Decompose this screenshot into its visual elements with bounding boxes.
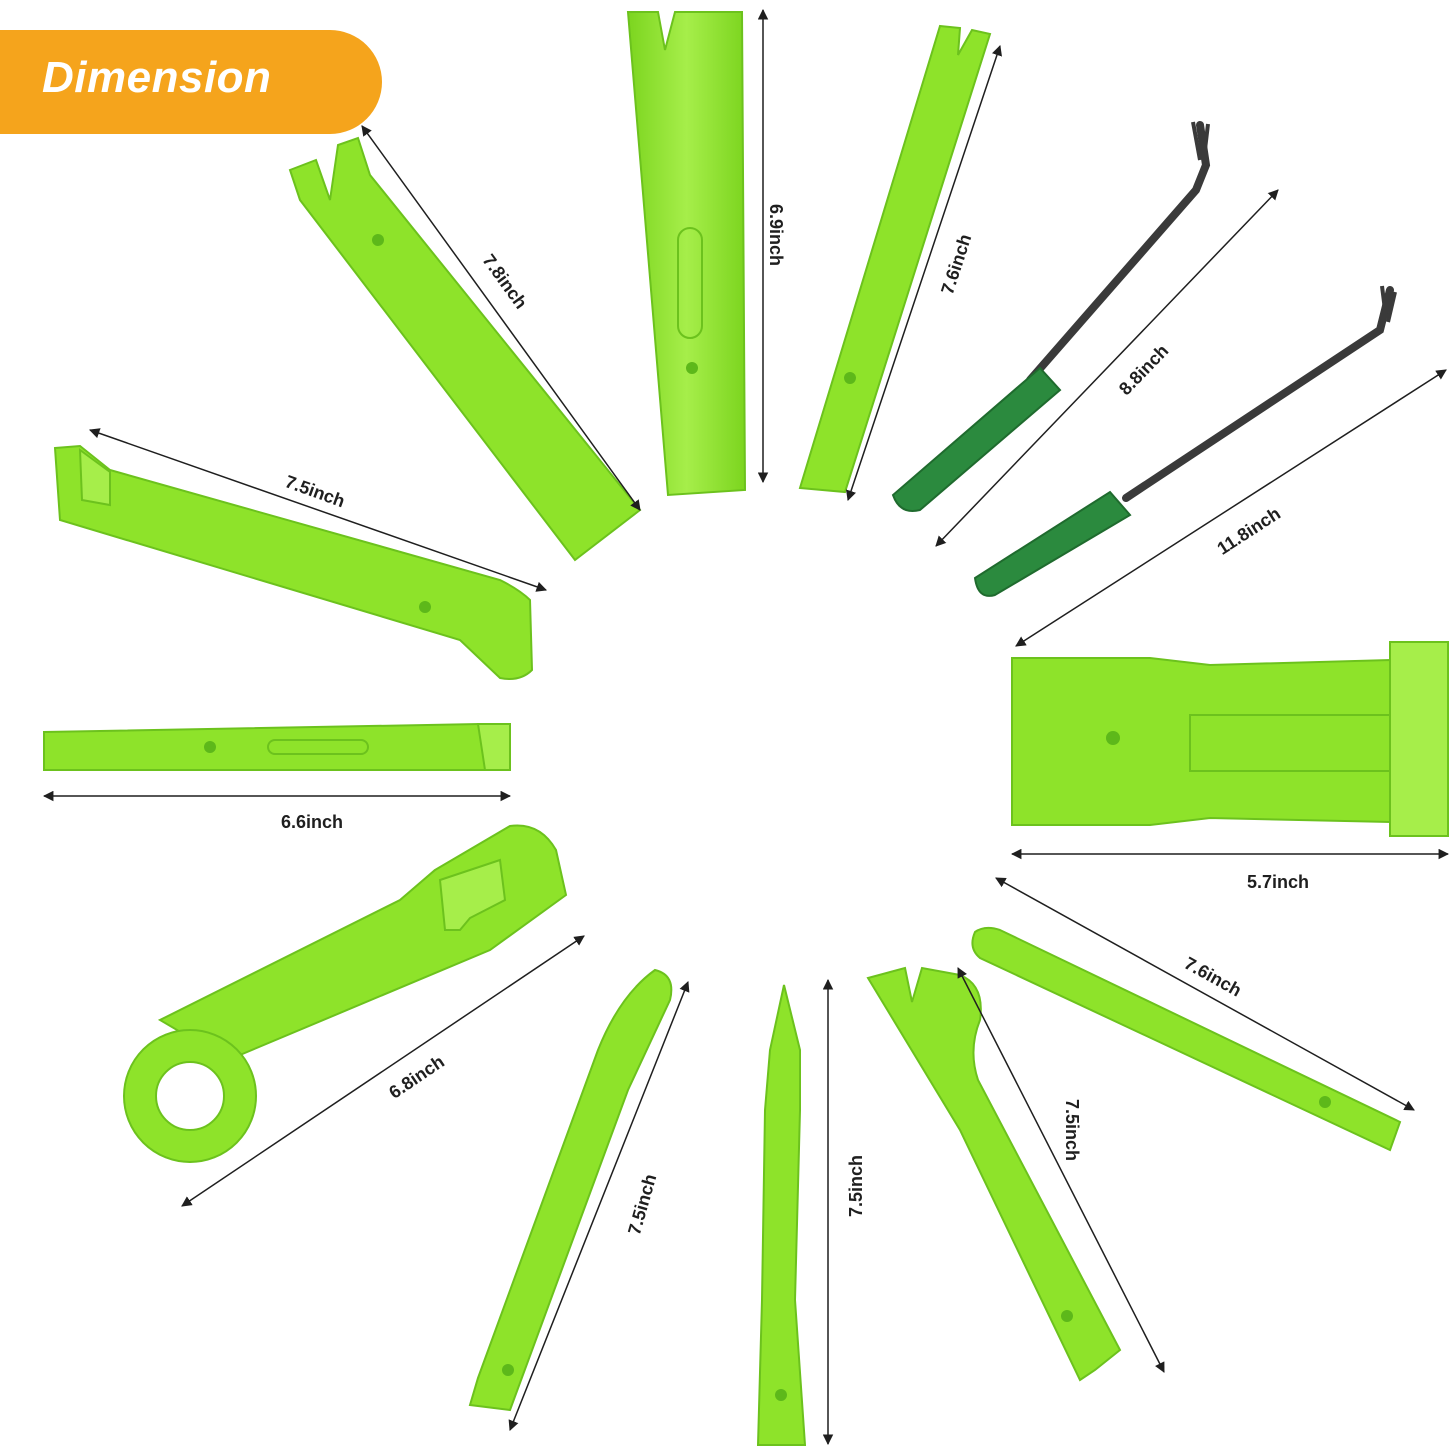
wide-wedge-pry-tool: 5.7inch	[1010, 641, 1450, 892]
dimension-label: 6.6inch	[281, 812, 343, 832]
dimension-label: 6.8inch	[385, 1051, 448, 1102]
dimension-label: 7.5inch	[1062, 1099, 1082, 1161]
dimension-label: 11.8inch	[1213, 503, 1283, 558]
dimension-line	[935, 189, 1279, 547]
dimension-line	[89, 428, 547, 592]
spoon-pry-tool: 7.5inch	[468, 968, 690, 1431]
straight-fork-pry-tool: 6.9inch	[626, 8, 786, 497]
dimension-label: 7.6inch	[937, 232, 975, 297]
dimension-line	[957, 967, 1165, 1373]
dimension-line	[181, 935, 585, 1207]
flat-blade-pry-tool: 7.6inch	[971, 877, 1415, 1152]
dimension-label: 7.5inch	[282, 471, 347, 511]
dimension-line	[508, 981, 690, 1431]
dimension-label: 6.9inch	[766, 204, 786, 266]
dimension-label: 7.8inch	[479, 251, 532, 313]
dimension-label: 7.5inch	[846, 1155, 866, 1217]
short-clip-remover: 8.8inch	[891, 121, 1279, 547]
flat-hook-pry-tool: 6.6inch	[42, 723, 512, 832]
dimension-label: 5.7inch	[1247, 872, 1309, 892]
dimension-line	[995, 877, 1415, 1111]
dimension-line	[1015, 369, 1447, 647]
dimension-label: 8.8inch	[1115, 341, 1172, 400]
dimension-label: 7.5inch	[624, 1172, 660, 1237]
hooked-wide-pry-tool: 7.5inch	[53, 428, 547, 680]
dimension-line	[361, 125, 641, 511]
serrated-fork-pry-tool: 7.5inch	[866, 966, 1165, 1382]
dimension-label: 7.6inch	[1181, 953, 1245, 1001]
long-clip-remover: 11.8inch	[973, 285, 1447, 647]
ring-handle-pry-tool: 6.8inch	[123, 824, 585, 1207]
dimension-banner	[0, 30, 382, 134]
pointed-pry-tool: 7.5inch	[756, 978, 866, 1446]
dimension-line	[846, 45, 1002, 501]
banner-title: Dimension	[42, 53, 272, 102]
